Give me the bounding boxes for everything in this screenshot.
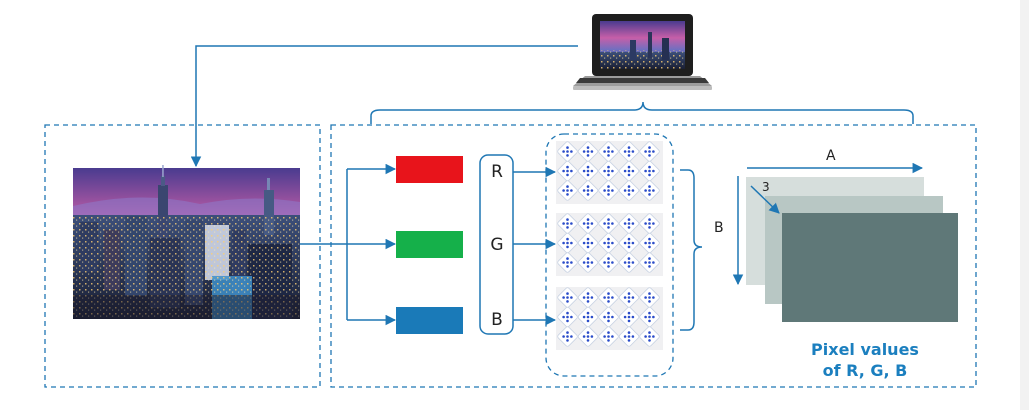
blue-channel-bar: [396, 307, 463, 334]
caption-line-2: of R, G, B: [822, 361, 908, 380]
dice-grid: [556, 140, 661, 348]
pixel-grid-frame: [545, 133, 674, 377]
caption-line-1: Pixel values: [811, 340, 919, 359]
depth-arrow: [750, 185, 780, 214]
matrix-width-label: A: [826, 148, 836, 164]
brace-label: B: [714, 220, 724, 236]
processing-frame: [330, 124, 977, 388]
pixel-values-caption: Pixel values of R, G, B: [790, 339, 940, 381]
matrix-layer-front: [782, 213, 958, 322]
input-image-frame: [44, 124, 321, 388]
matrix-depth-label: 3: [762, 180, 770, 194]
red-channel-bar: [396, 156, 463, 183]
pixel-matrix-stack: [746, 177, 958, 322]
g-channel-label: G: [490, 235, 504, 255]
b-channel-label: B: [491, 310, 503, 330]
city-skyline-photo: [73, 165, 300, 319]
scrollbar-track[interactable]: [1020, 0, 1029, 410]
laptop-to-image-connector: [190, 45, 578, 168]
laptop-icon: [573, 14, 712, 90]
grid-brace: [680, 169, 703, 331]
r-channel-label: R: [491, 162, 503, 182]
top-brace: [370, 101, 914, 124]
green-channel-bar: [396, 231, 463, 258]
